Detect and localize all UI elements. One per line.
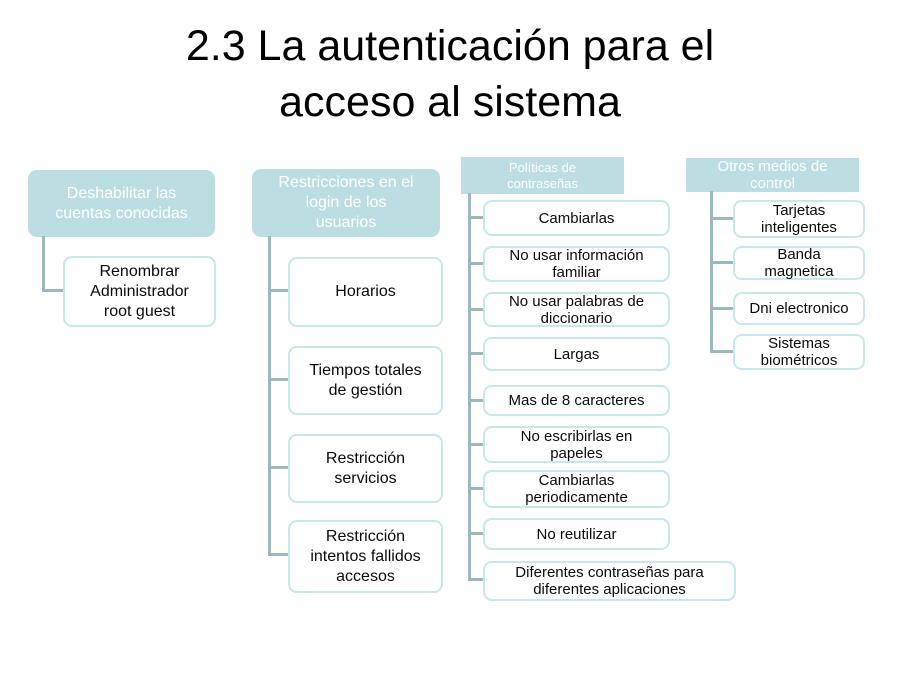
slide-title: 2.3 La autenticación para el acceso al s…	[185, 22, 715, 126]
column-1-child: Renombrar Administrador root guest	[63, 256, 216, 327]
column-2-child: Restricción intentos fallidos accesos	[288, 520, 443, 593]
column-3-header: Políticas de contraseñas	[461, 157, 624, 194]
column-2-child: Restricción servicios	[288, 434, 443, 503]
connector-line	[710, 307, 733, 310]
connector-line	[468, 399, 483, 402]
column-2-header: Restricciones en el login de los usuario…	[252, 169, 440, 237]
column-3-child: No escribirlas en papeles	[483, 426, 670, 463]
connector-line	[468, 443, 483, 446]
column-3-child: No reutilizar	[483, 518, 670, 550]
connector-line	[268, 553, 288, 556]
connector-line	[42, 236, 45, 292]
column-1-header: Deshabilitar las cuentas conocidas	[28, 170, 215, 237]
column-2-child: Tiempos totales de gestión	[288, 346, 443, 415]
connector-line	[710, 191, 713, 352]
connector-line	[468, 216, 483, 219]
column-3-child: Cambiarlas periodicamente	[483, 470, 670, 508]
column-2-child: Horarios	[288, 257, 443, 327]
column-3-child: No usar información familiar	[483, 246, 670, 282]
connector-line	[468, 193, 471, 581]
column-4-header: Otros medios de control	[686, 158, 859, 192]
connector-line	[268, 378, 288, 381]
connector-line	[42, 289, 65, 292]
column-3-child: Mas de 8 caracteres	[483, 385, 670, 416]
connector-line	[710, 217, 733, 220]
connector-line	[268, 289, 288, 292]
connector-line	[468, 352, 483, 355]
column-3-child: No usar palabras de diccionario	[483, 292, 670, 327]
connector-line	[268, 236, 271, 556]
column-3-child: Diferentes contraseñas para diferentes a…	[483, 561, 736, 601]
column-4-child: Tarjetas inteligentes	[733, 200, 865, 238]
connector-line	[468, 487, 483, 490]
column-4-child: Dni electronico	[733, 292, 865, 325]
connector-line	[268, 466, 288, 469]
connector-line	[710, 261, 733, 264]
connector-line	[710, 350, 733, 353]
column-4-child: Sistemas biométricos	[733, 334, 865, 370]
connector-line	[468, 578, 483, 581]
column-3-child: Largas	[483, 337, 670, 371]
connector-line	[468, 308, 483, 311]
column-3-child: Cambiarlas	[483, 200, 670, 236]
column-4-child: Banda magnetica	[733, 246, 865, 280]
connector-line	[468, 532, 483, 535]
connector-line	[468, 262, 483, 265]
